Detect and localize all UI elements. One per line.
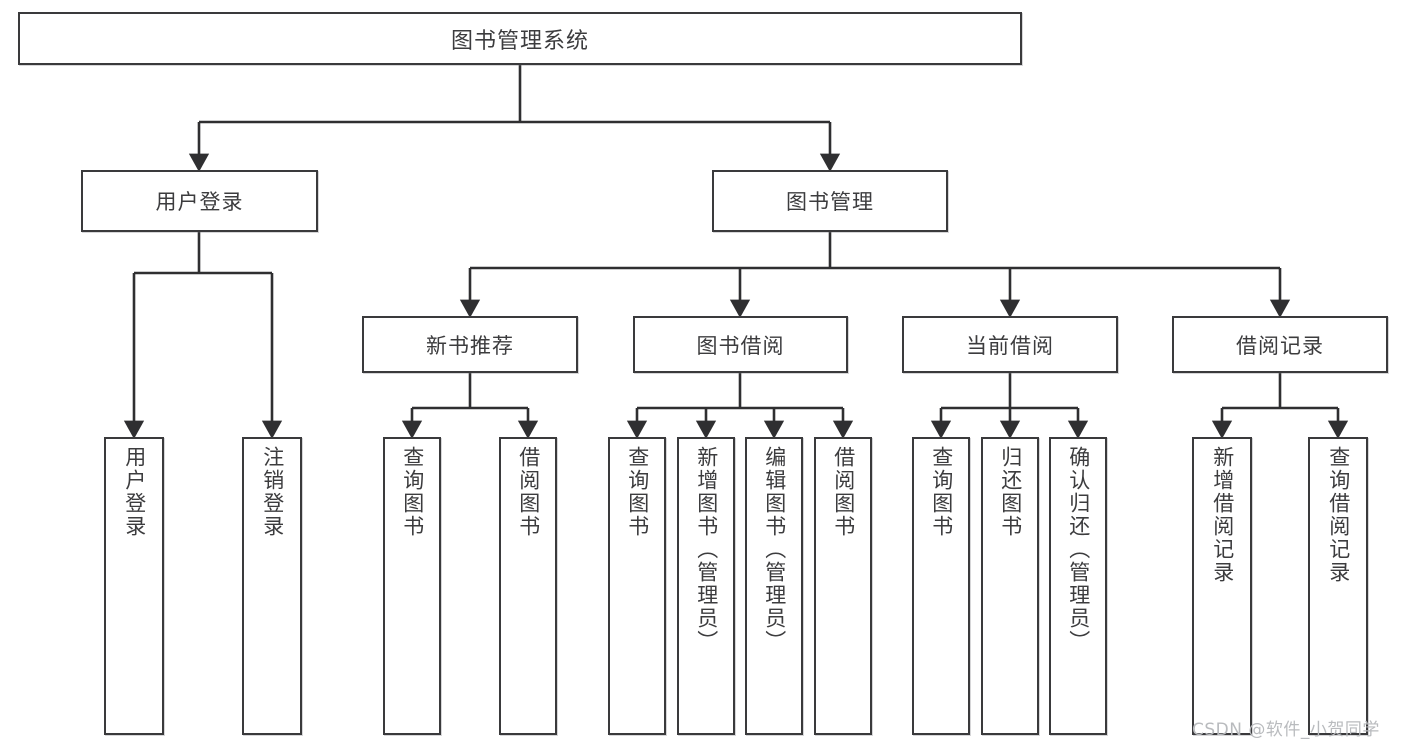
node-leaf-add-record[interactable]: 新增借阅记录 [1192,437,1252,735]
node-new-book-recommend[interactable]: 新书推荐 [362,316,578,373]
node-current-borrow-label: 当前借阅 [966,333,1054,358]
node-leaf-user-login-label: 用户登录 [122,446,147,538]
node-book-borrow[interactable]: 图书借阅 [633,316,848,373]
node-leaf-logout-login-label: 注销登录 [260,446,285,538]
node-leaf-borrow-book-2-label: 借阅图书 [831,446,856,538]
node-user-login-label: 用户登录 [155,190,244,214]
node-leaf-query-book-3-label: 查询图书 [929,446,954,538]
node-leaf-user-login[interactable]: 用户登录 [104,437,164,735]
node-leaf-query-book-1[interactable]: 查询图书 [383,437,441,735]
node-leaf-query-book-2[interactable]: 查询图书 [608,437,666,735]
node-leaf-query-book-3[interactable]: 查询图书 [912,437,970,735]
node-book-borrow-label: 图书借阅 [696,333,785,358]
node-new-book-recommend-label: 新书推荐 [426,333,514,358]
node-root[interactable]: 图书管理系统 [18,12,1022,65]
node-leaf-query-book-1-label: 查询图书 [400,446,425,538]
node-leaf-logout-login[interactable]: 注销登录 [242,437,302,735]
csdn-watermark: CSDN @软件_小贺同学 [1192,720,1380,740]
node-borrow-record-label: 借阅记录 [1236,333,1324,358]
node-leaf-query-record-label: 查询借阅记录 [1326,446,1351,584]
node-book-management[interactable]: 图书管理 [712,170,948,232]
node-root-label: 图书管理系统 [450,28,589,54]
node-leaf-borrow-book-1-label: 借阅图书 [516,446,541,538]
node-leaf-add-book-label: 新增图书（管理员） [694,446,719,653]
node-leaf-add-record-label: 新增借阅记录 [1210,446,1235,584]
node-borrow-record[interactable]: 借阅记录 [1172,316,1388,373]
node-leaf-borrow-book-2[interactable]: 借阅图书 [814,437,872,735]
node-leaf-confirm-return[interactable]: 确认归还（管理员） [1049,437,1107,735]
node-leaf-borrow-book-1[interactable]: 借阅图书 [499,437,557,735]
node-leaf-edit-book[interactable]: 编辑图书（管理员） [745,437,803,735]
node-leaf-query-book-2-label: 查询图书 [625,446,650,538]
node-current-borrow[interactable]: 当前借阅 [902,316,1118,373]
node-user-login[interactable]: 用户登录 [81,170,318,232]
node-book-management-label: 图书管理 [786,190,874,214]
node-leaf-query-record[interactable]: 查询借阅记录 [1308,437,1368,735]
node-leaf-return-book-label: 归还图书 [998,446,1023,538]
node-leaf-confirm-return-label: 确认归还（管理员） [1066,446,1091,653]
node-leaf-add-book[interactable]: 新增图书（管理员） [677,437,735,735]
node-leaf-edit-book-label: 编辑图书（管理员） [762,446,787,653]
node-leaf-return-book[interactable]: 归还图书 [981,437,1039,735]
